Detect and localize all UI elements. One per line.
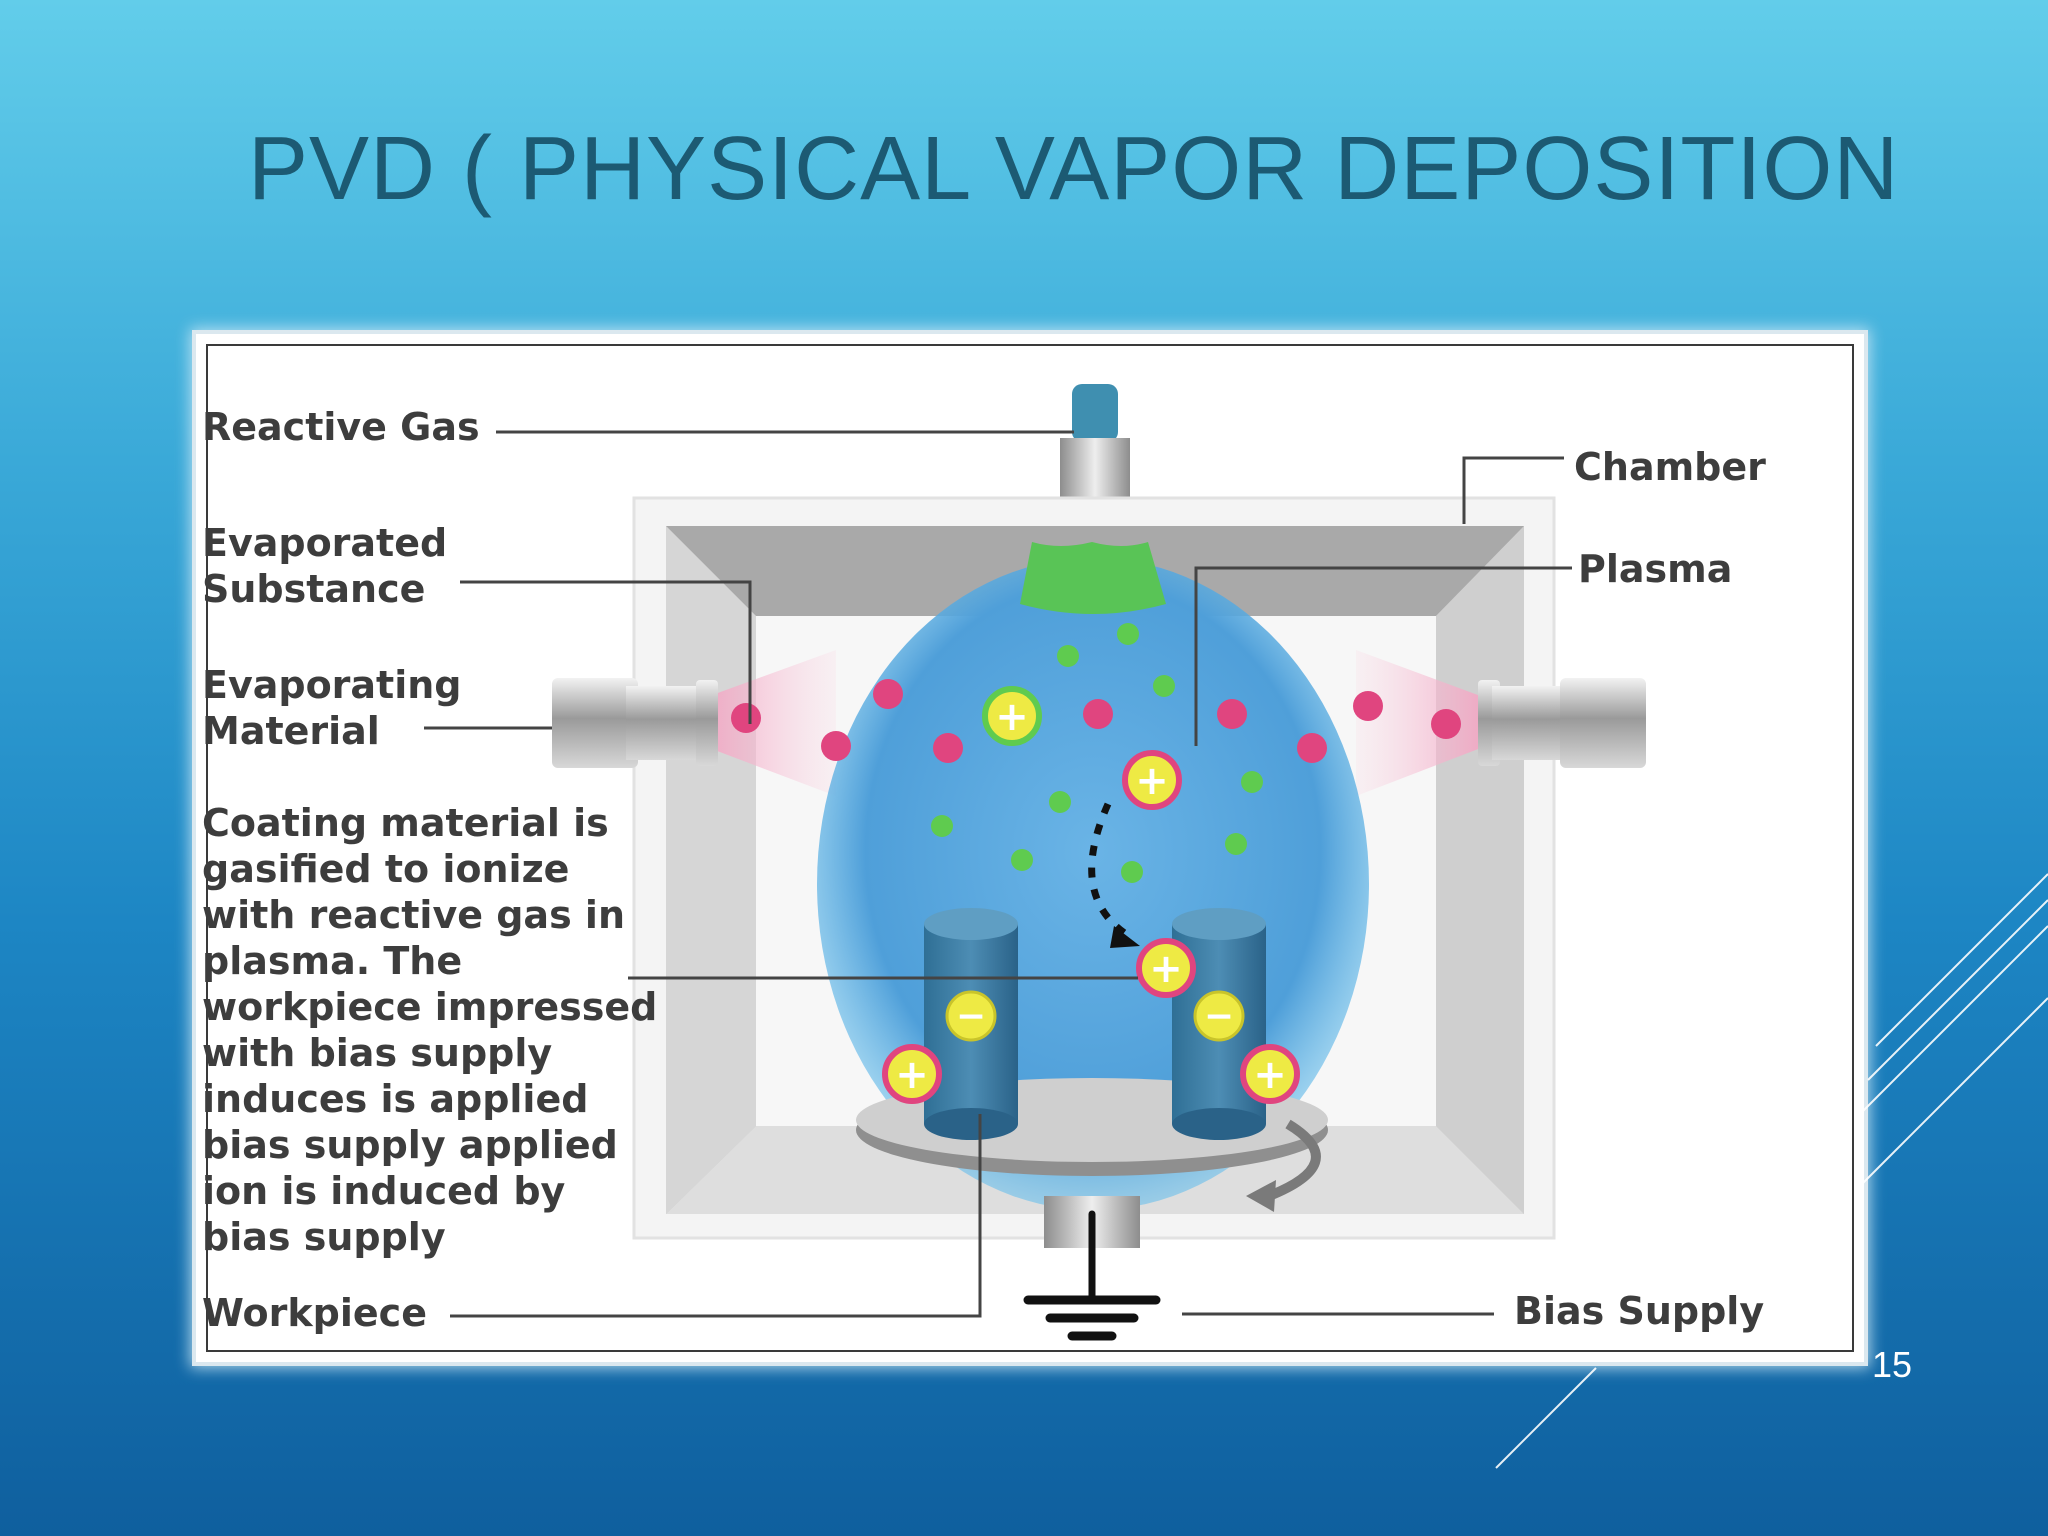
label-chamber: Chamber [1574, 445, 1766, 489]
svg-text:+: + [1149, 946, 1183, 992]
label-workpiece: Workpiece [202, 1291, 427, 1335]
slide-page-number: 15 [1872, 1344, 1913, 1385]
leader-lines [424, 430, 1572, 1318]
negative-charge-right: − [1193, 990, 1245, 1042]
positive-ion-5: + [1240, 1044, 1300, 1104]
label-bias-supply: Bias Supply [1514, 1289, 1765, 1333]
pvd-chamber-illustration: + + + + + − − [424, 384, 1646, 1341]
positive-ion-4: + [882, 1044, 942, 1104]
label-reactive-gas: Reactive Gas [202, 405, 480, 449]
positive-ion-2: + [1122, 750, 1182, 810]
evaporated-particles [731, 679, 1461, 763]
slide-title: PVD ( PHYSICAL VAPOR DEPOSITION [248, 119, 1900, 219]
svg-text:−: − [1204, 996, 1234, 1037]
ground-icon [1023, 1210, 1161, 1341]
label-process-description: Coating material is gasified to ionize w… [202, 801, 658, 1259]
ion-path-arrowhead [1110, 926, 1140, 948]
positive-ion-3: + [1136, 938, 1196, 998]
gas-particles [931, 623, 1263, 883]
positive-ion-1: + [982, 686, 1042, 746]
label-plasma: Plasma [1578, 547, 1733, 591]
evaporator-right [1356, 650, 1646, 796]
svg-text:+: + [1253, 1052, 1287, 1098]
negative-charge-left: − [945, 990, 997, 1042]
pvd-diagram: + + + + + − − [196, 334, 1864, 1362]
svg-text:+: + [995, 694, 1029, 740]
svg-text:−: − [956, 996, 986, 1037]
label-evaporating-material: Evaporating Material [202, 663, 462, 753]
evaporator-left [552, 650, 836, 796]
label-evaporated-substance: Evaporated Substance [202, 521, 448, 611]
svg-text:+: + [895, 1052, 929, 1098]
svg-text:+: + [1135, 758, 1169, 804]
